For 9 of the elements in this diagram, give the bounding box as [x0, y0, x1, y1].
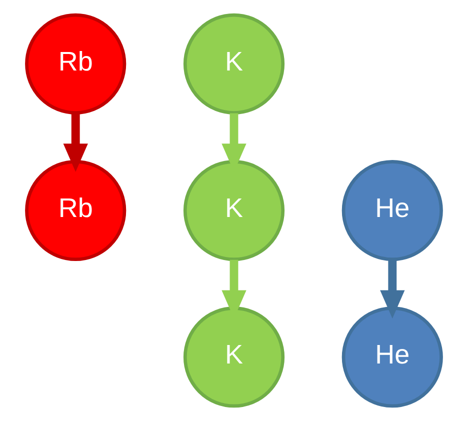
node-circle: Rb: [24, 160, 126, 262]
node-circle: He: [341, 306, 442, 408]
arrow: [380, 260, 404, 318]
node-circle: K: [182, 306, 284, 408]
node-circle: Rb: [24, 13, 126, 114]
node-circle: K: [182, 160, 284, 262]
node-circle: K: [182, 13, 284, 114]
arrow: [62, 113, 88, 172]
node-circle: He: [341, 160, 442, 262]
